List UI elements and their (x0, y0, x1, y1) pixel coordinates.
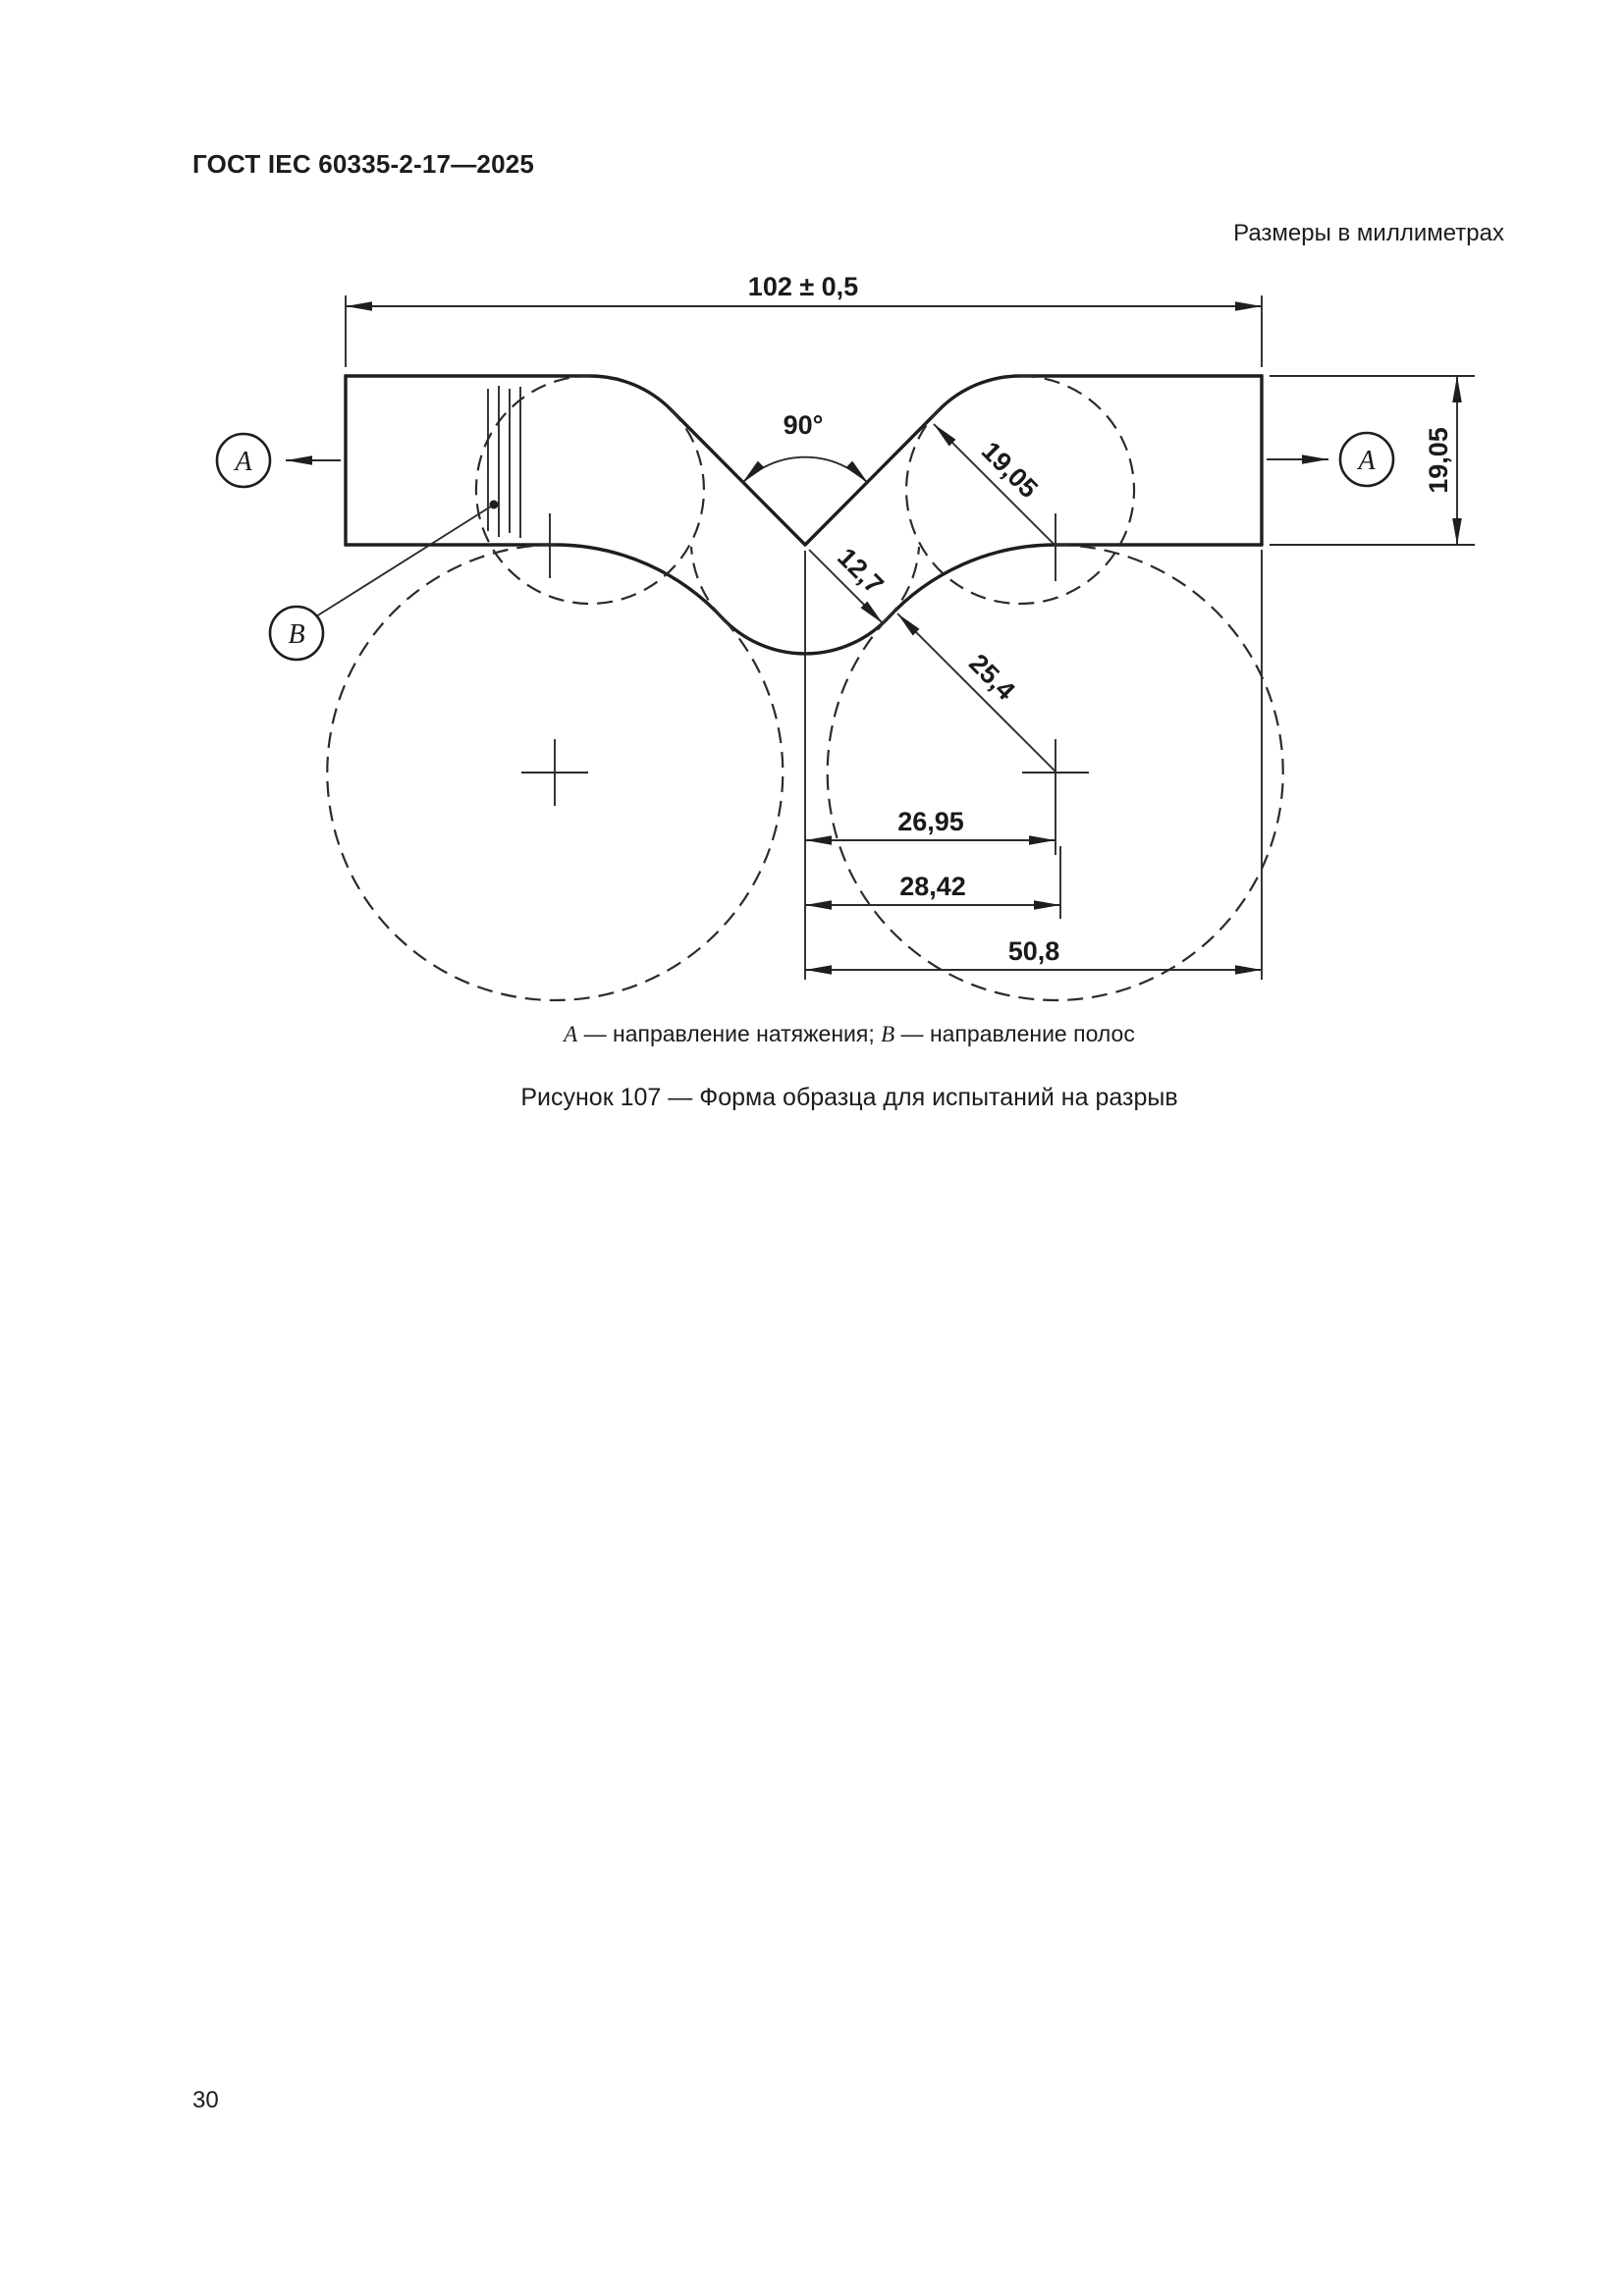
center-marks (521, 513, 1089, 855)
construction-arcs (326, 374, 1284, 1002)
dim-notch-angle-value: 90° (784, 410, 824, 440)
radius-arrow (896, 613, 1056, 773)
construction-arc-top-right (904, 374, 1136, 606)
dim-half-length-value: 50,8 (1008, 936, 1060, 966)
dim-width: 19,05 (1270, 375, 1475, 546)
callout-circle (215, 432, 272, 489)
dim-center-offset-2-value: 28,42 (899, 872, 966, 901)
callout-b-label: B (288, 619, 304, 650)
legend-a-label: А (564, 1022, 578, 1046)
construction-arc-top-left (474, 374, 706, 606)
angle-arc (741, 455, 869, 484)
dim-half-length: 50,8 (805, 550, 1263, 980)
callout-a-left: A (215, 432, 341, 489)
legend-b-label: В (881, 1022, 895, 1046)
page-number: 30 (192, 2087, 219, 2113)
dim-radius-large: 25,4 (896, 613, 1056, 773)
construction-circle-bottom-left (326, 543, 785, 1002)
dim-overall-length: 102 ± 0,5 (345, 272, 1263, 367)
dim-overall-length-value: 102 ± 0,5 (748, 272, 858, 301)
construction-arc-notch-right (886, 546, 921, 620)
callout-a-left-label: A (233, 447, 252, 477)
strip-direction-hatch (487, 386, 521, 538)
specimen-bottom-edge (344, 543, 1264, 656)
callout-a-right-label: A (1356, 446, 1376, 476)
legend-a-text: — направление натяжения; (577, 1021, 882, 1046)
figure-legend: А — направление натяжения; В — направлен… (37, 1021, 1624, 1047)
dim-edge-offset: 19,05 (933, 423, 1056, 547)
dim-radius-large-value: 25,4 (963, 648, 1020, 705)
leader-line (315, 504, 495, 617)
callout-b: B (268, 500, 499, 662)
legend-b-text: — направление полос (894, 1021, 1135, 1046)
dim-center-offset-1-value: 26,95 (897, 807, 964, 836)
construction-circle-bottom-right (826, 543, 1284, 1002)
dim-radius-small: 12,7 (808, 542, 890, 624)
dim-center-offset-1: 26,95 (805, 807, 1056, 845)
dim-center-offset-2: 28,42 (805, 846, 1061, 919)
radius-arrow (933, 423, 1056, 547)
callout-circle (268, 605, 325, 662)
standard-designation: ГОСТ IEC 60335-2-17—2025 (192, 149, 535, 179)
specimen-top-edge (344, 374, 1264, 547)
radius-arrow (808, 549, 884, 624)
units-note: Размеры в миллиметрах (1233, 220, 1504, 246)
figure-title: Рисунок 107 — Форма образца для испытани… (520, 1084, 1178, 1111)
construction-arc-notch-left (689, 546, 725, 620)
dim-edge-offset-value: 19,05 (976, 436, 1044, 504)
callout-a-right: A (1267, 431, 1395, 488)
callout-circle (1338, 431, 1395, 488)
dim-radius-small-value: 12,7 (832, 542, 889, 599)
leader-dot (489, 500, 499, 509)
dim-notch-angle: 90° (741, 410, 869, 484)
dim-width-value: 19,05 (1424, 427, 1453, 494)
